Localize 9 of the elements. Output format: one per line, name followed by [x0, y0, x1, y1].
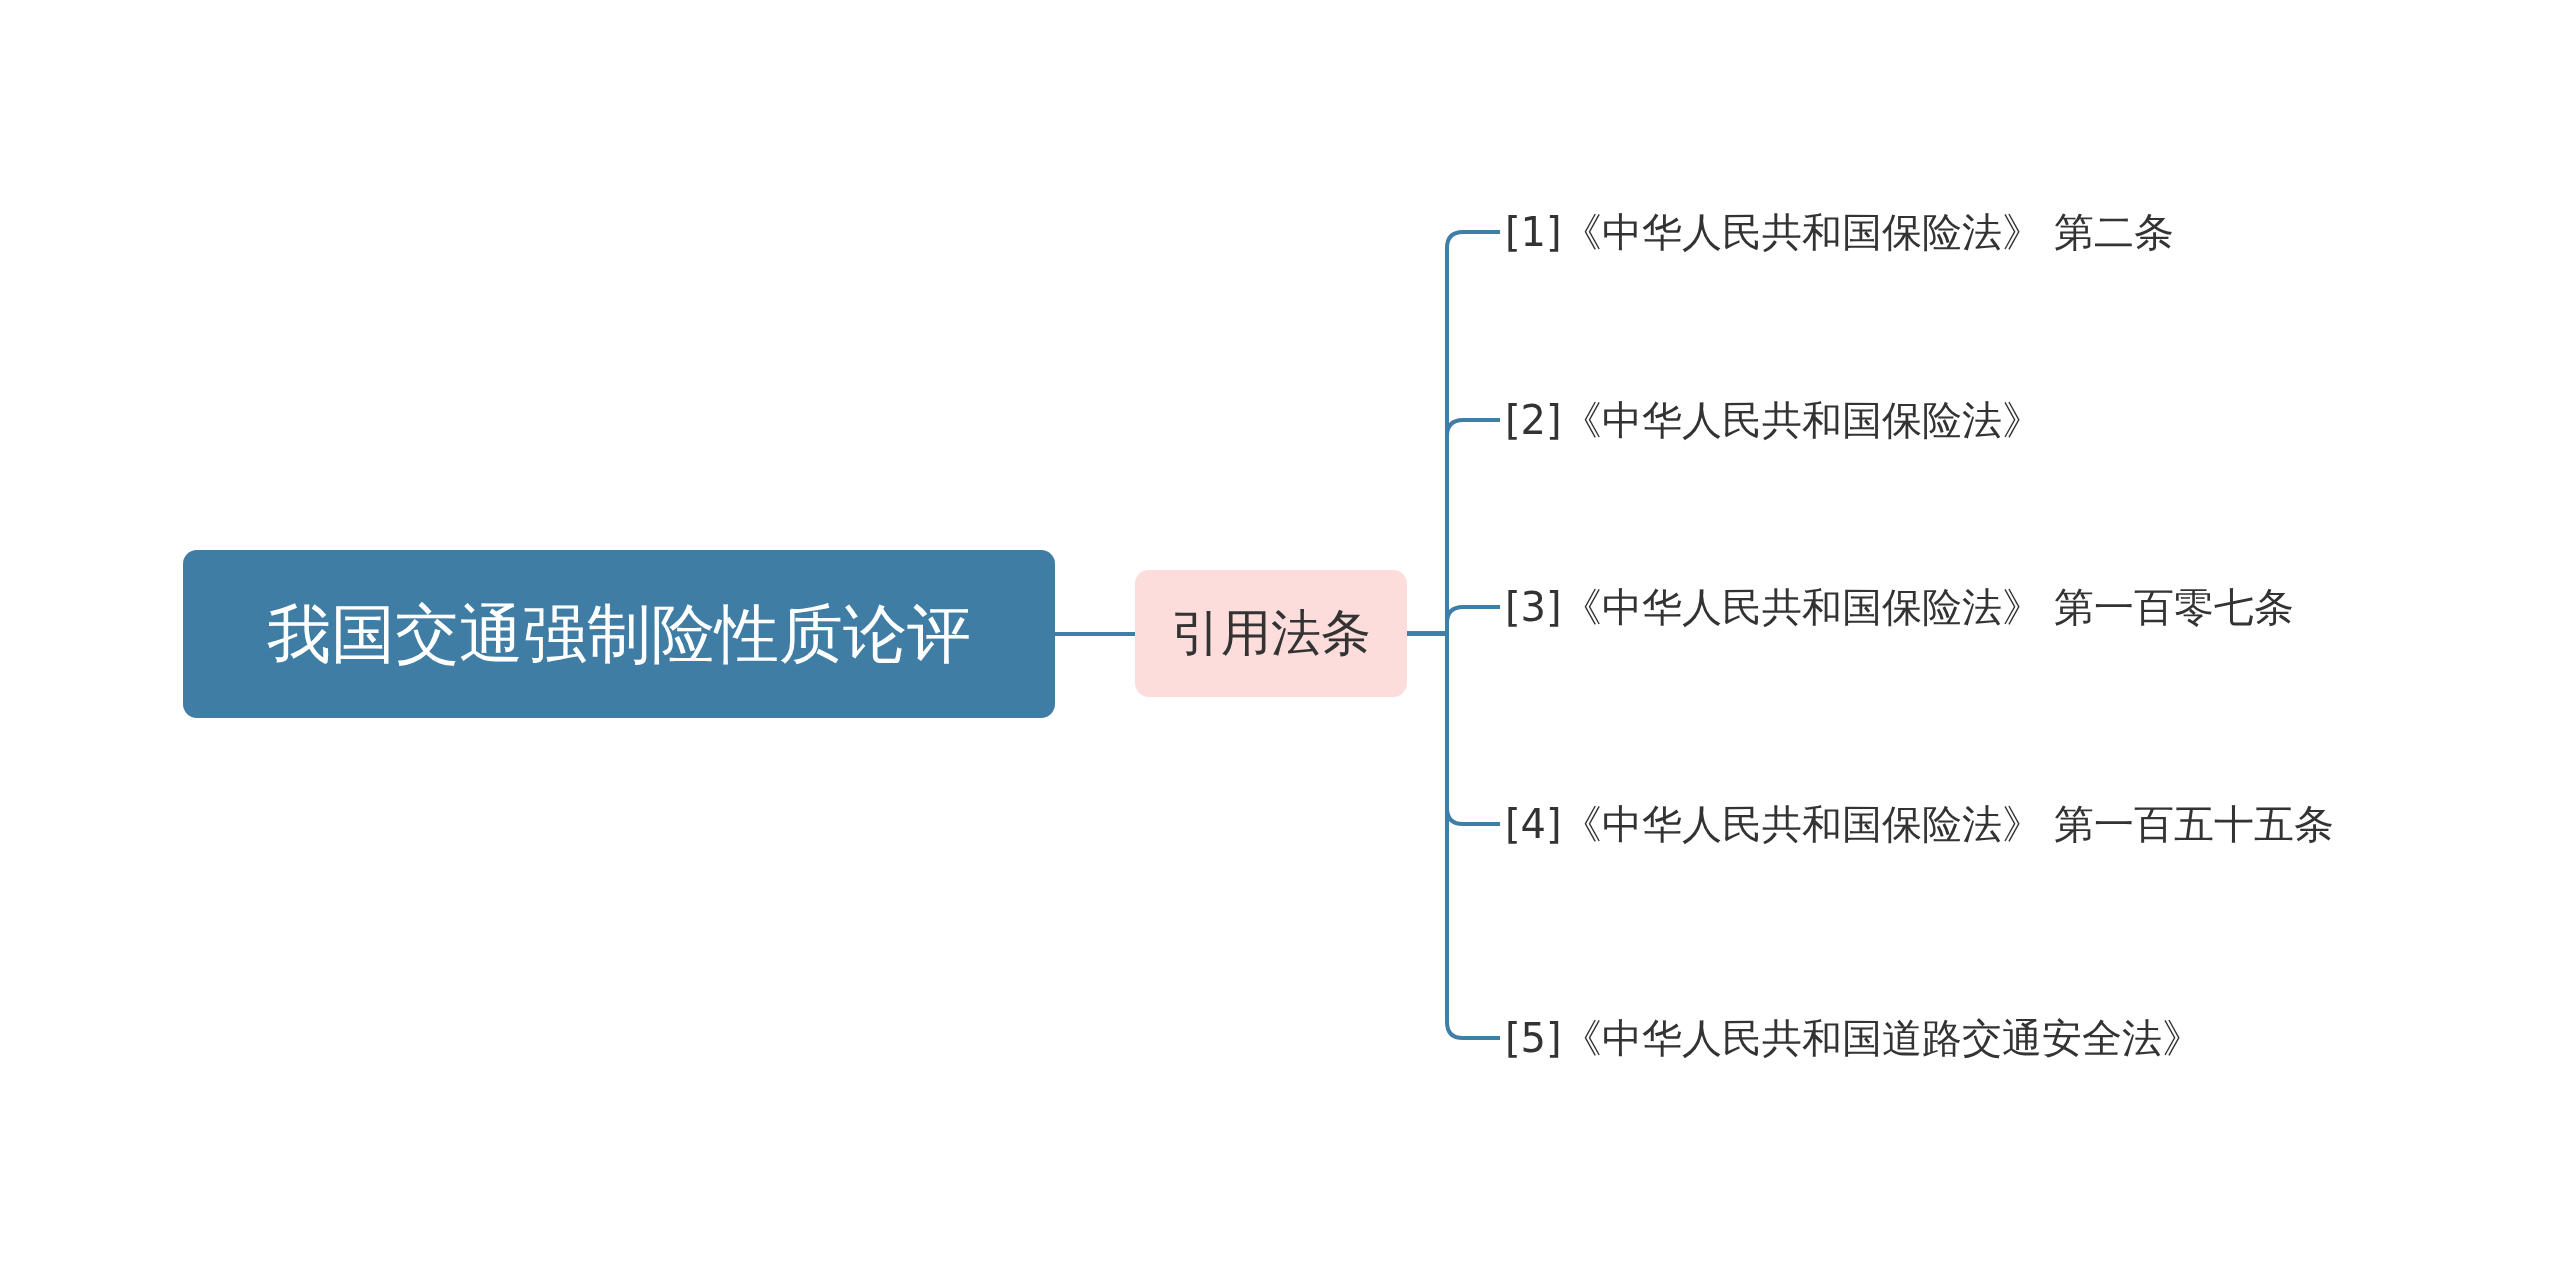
connector-line	[1055, 632, 1135, 636]
leaf-text: [3]《中华人民共和国保险法》 第一百零七条	[1505, 580, 2365, 634]
leaf-text: [5]《中华人民共和国道路交通安全法》	[1505, 1011, 2365, 1065]
root-topic-box: 我国交通强制险性质论评	[183, 550, 1055, 718]
leaf-text: [4]《中华人民共和国保险法》 第一百五十五条	[1505, 770, 2365, 878]
leaf-text: [1]《中华人民共和国保险法》 第二条	[1505, 205, 2365, 259]
topic-box: 引用法条	[1135, 570, 1407, 697]
connector-line	[1407, 631, 1500, 1040]
leaf-text: [2]《中华人民共和国保险法》	[1505, 393, 2365, 447]
